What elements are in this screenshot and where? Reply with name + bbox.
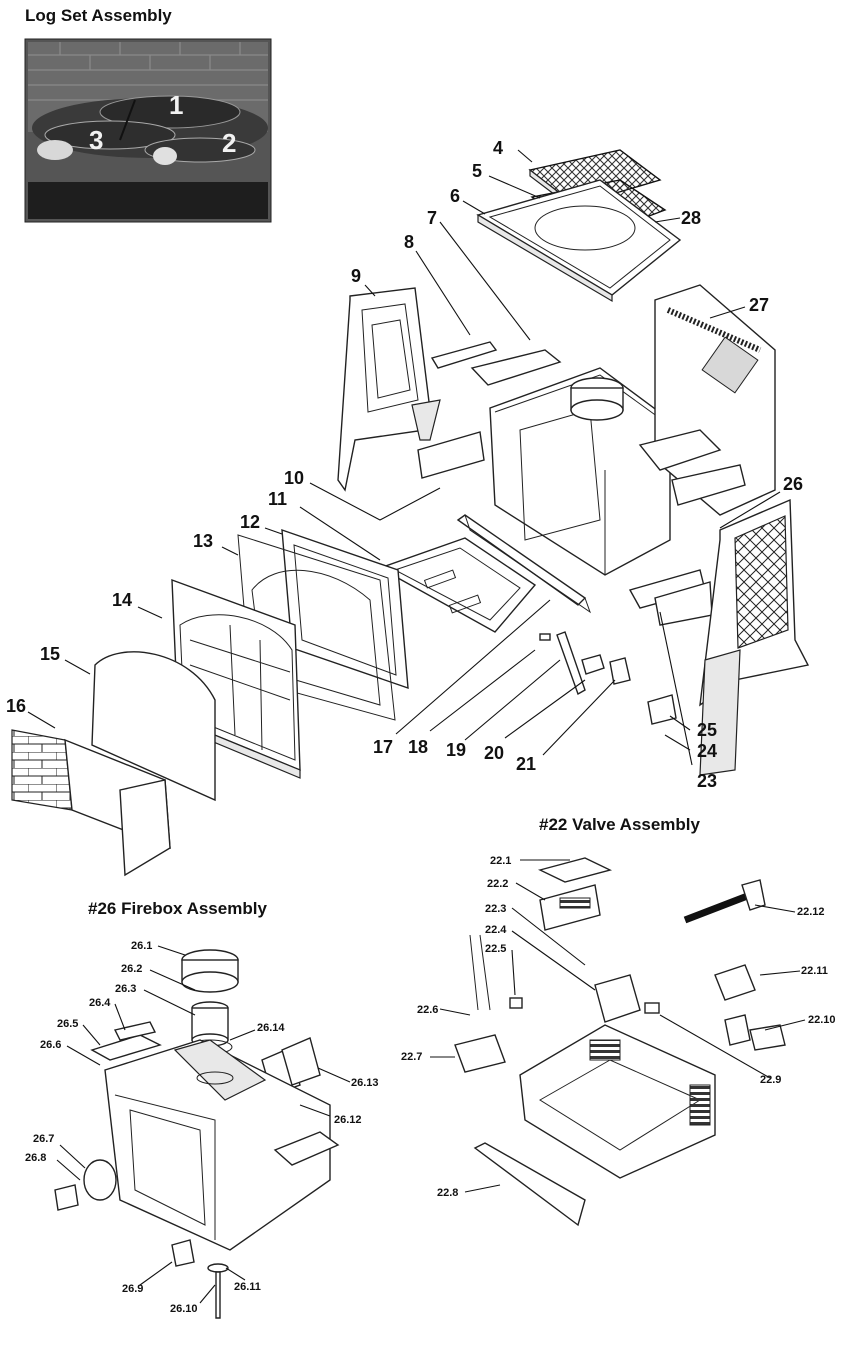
log-label-1: 1 — [169, 90, 183, 120]
callout-13: 13 — [193, 531, 213, 551]
log-label-2: 2 — [222, 128, 236, 158]
callout-22-6: 22.6 — [417, 1004, 438, 1016]
callout-26-8: 26.8 — [25, 1152, 46, 1164]
part-front-glass — [91, 651, 216, 802]
callout-5: 5 — [472, 161, 482, 181]
callout-22-7: 22.7 — [401, 1051, 422, 1063]
callout-22-2: 22.2 — [487, 878, 508, 890]
callout-15: 15 — [40, 644, 60, 664]
part-top-brackets — [417, 341, 562, 479]
callout-28: 28 — [681, 208, 701, 228]
log-set-photo — [24, 38, 272, 223]
valve-title: #22 Valve Assembly — [539, 815, 701, 834]
callout-26-7: 26.7 — [33, 1133, 54, 1145]
firebox-parts — [54, 949, 340, 1319]
callout-22-1: 22.1 — [490, 855, 511, 867]
callout-4: 4 — [493, 138, 503, 158]
callout-26-2: 26.2 — [121, 963, 142, 975]
callout-26-12: 26.12 — [334, 1114, 362, 1126]
callout-26-14: 26.14 — [257, 1022, 285, 1034]
callout-20: 20 — [484, 743, 504, 763]
callout-25: 25 — [697, 720, 717, 740]
callout-26-13: 26.13 — [351, 1077, 379, 1089]
callout-10: 10 — [284, 468, 304, 488]
firebox-leader-lines — [56, 945, 351, 1304]
callout-22-11: 22.11 — [801, 965, 828, 977]
callout-14: 14 — [112, 590, 132, 610]
part-glass-frame — [281, 528, 409, 690]
callout-8: 8 — [404, 232, 414, 252]
callout-19: 19 — [446, 740, 466, 760]
main-leader-lines — [27, 149, 781, 766]
callout-22-3: 22.3 — [485, 903, 506, 915]
callout-27: 27 — [749, 295, 769, 315]
part-right-side-panel — [699, 498, 810, 776]
callout-18: 18 — [408, 737, 428, 757]
callout-26-6: 26.6 — [40, 1039, 61, 1051]
callout-26: 26 — [783, 474, 803, 494]
callout-26-3: 26.3 — [115, 983, 136, 995]
log-set-title: Log Set Assembly — [25, 6, 172, 25]
valve-leader-lines — [430, 859, 806, 1193]
part-small-components — [539, 631, 677, 725]
callout-22-10: 22.10 — [808, 1014, 836, 1026]
callout-26-9: 26.9 — [122, 1283, 143, 1295]
callout-22-5: 22.5 — [485, 943, 506, 955]
callout-26-5: 26.5 — [57, 1018, 78, 1030]
part-top-plate — [476, 179, 682, 303]
callout-16: 16 — [6, 696, 26, 716]
callout-22-8: 22.8 — [437, 1187, 458, 1199]
valve-parts — [454, 857, 786, 1227]
callout-12: 12 — [240, 512, 260, 532]
callout-22-4: 22.4 — [485, 924, 507, 936]
callout-26-10: 26.10 — [170, 1303, 198, 1315]
callout-23: 23 — [697, 771, 717, 791]
callout-24: 24 — [697, 741, 717, 761]
callout-6: 6 — [450, 186, 460, 206]
callout-17: 17 — [373, 737, 393, 757]
callout-26-11: 26.11 — [234, 1281, 261, 1293]
callout-7: 7 — [427, 208, 437, 228]
part-left-side-panel — [337, 287, 441, 492]
callout-26-4: 26.4 — [89, 997, 111, 1009]
part-firebox-body — [489, 367, 671, 576]
callout-22-12: 22.12 — [797, 906, 825, 918]
part-right-brackets — [628, 429, 746, 626]
firebox-title: #26 Firebox Assembly — [88, 899, 267, 918]
callout-11: 11 — [268, 489, 287, 509]
part-brick-panels — [11, 729, 171, 877]
callout-22-9: 22.9 — [760, 1074, 781, 1086]
callout-9: 9 — [351, 266, 361, 286]
part-bottom-rail — [456, 514, 591, 614]
part-burner-tray — [378, 537, 537, 633]
log-label-3: 3 — [89, 125, 103, 155]
callout-21: 21 — [516, 754, 536, 774]
callout-26-1: 26.1 — [131, 940, 152, 952]
